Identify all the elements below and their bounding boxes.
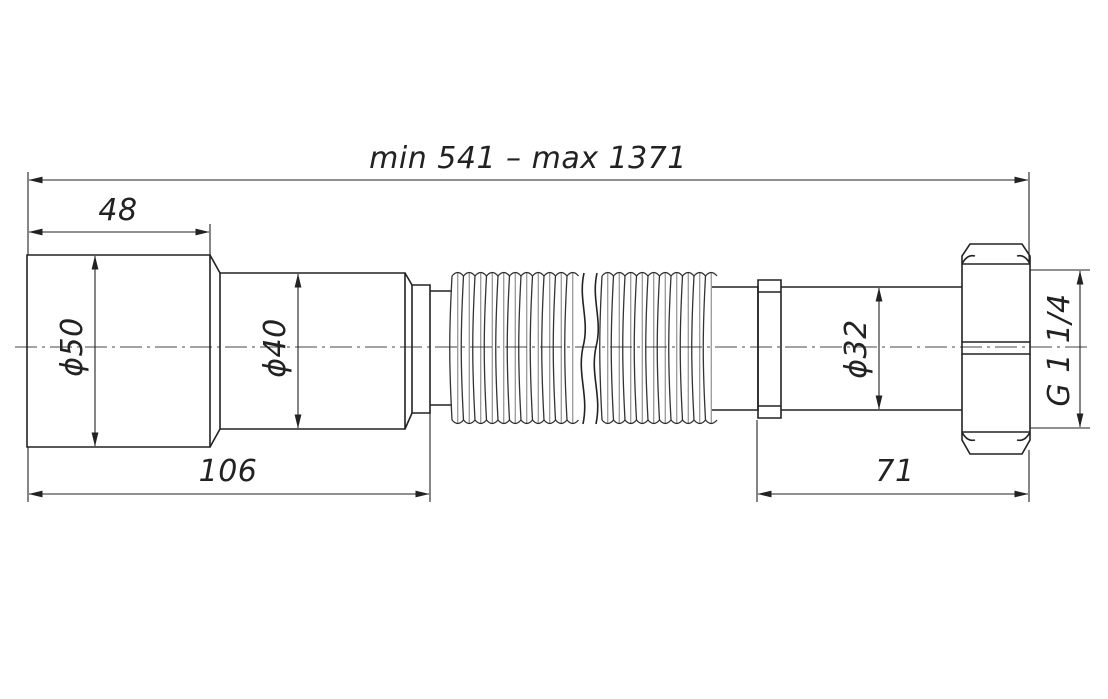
thread-size-label: G 1 1/4 [1042, 293, 1077, 406]
break-line-left [580, 272, 587, 425]
corrugated-hose-left [449, 271, 580, 425]
outlet-diameter-label: ϕ32 [839, 319, 874, 378]
collar-ring [757, 279, 782, 419]
left-length-label: 106 [199, 454, 258, 489]
right-length-dimension: 71 [756, 420, 1030, 502]
socket-length-dimension: 48 [28, 193, 211, 255]
thread-dimension: G 1 1/4 [1030, 269, 1090, 429]
socket-diameter-label: ϕ50 [55, 317, 90, 376]
overall-length-label: min 541 – max 1371 [369, 141, 687, 176]
corrugated-hose-right [599, 271, 718, 425]
break-line-right [593, 272, 600, 425]
right-neck [712, 286, 759, 411]
left-neck [430, 290, 452, 406]
outlet-tube: ϕ32 [781, 286, 962, 411]
socket-length-label: 48 [98, 193, 137, 228]
overall-dimension: min 541 – max 1371 [27, 141, 1030, 262]
socket-section: ϕ50 [26, 254, 221, 448]
union-nut [961, 243, 1031, 455]
middle-section: ϕ40 [219, 272, 431, 430]
middle-diameter-label: ϕ40 [258, 318, 293, 377]
left-length-dimension: 106 [27, 410, 431, 502]
right-length-label: 71 [875, 454, 914, 489]
